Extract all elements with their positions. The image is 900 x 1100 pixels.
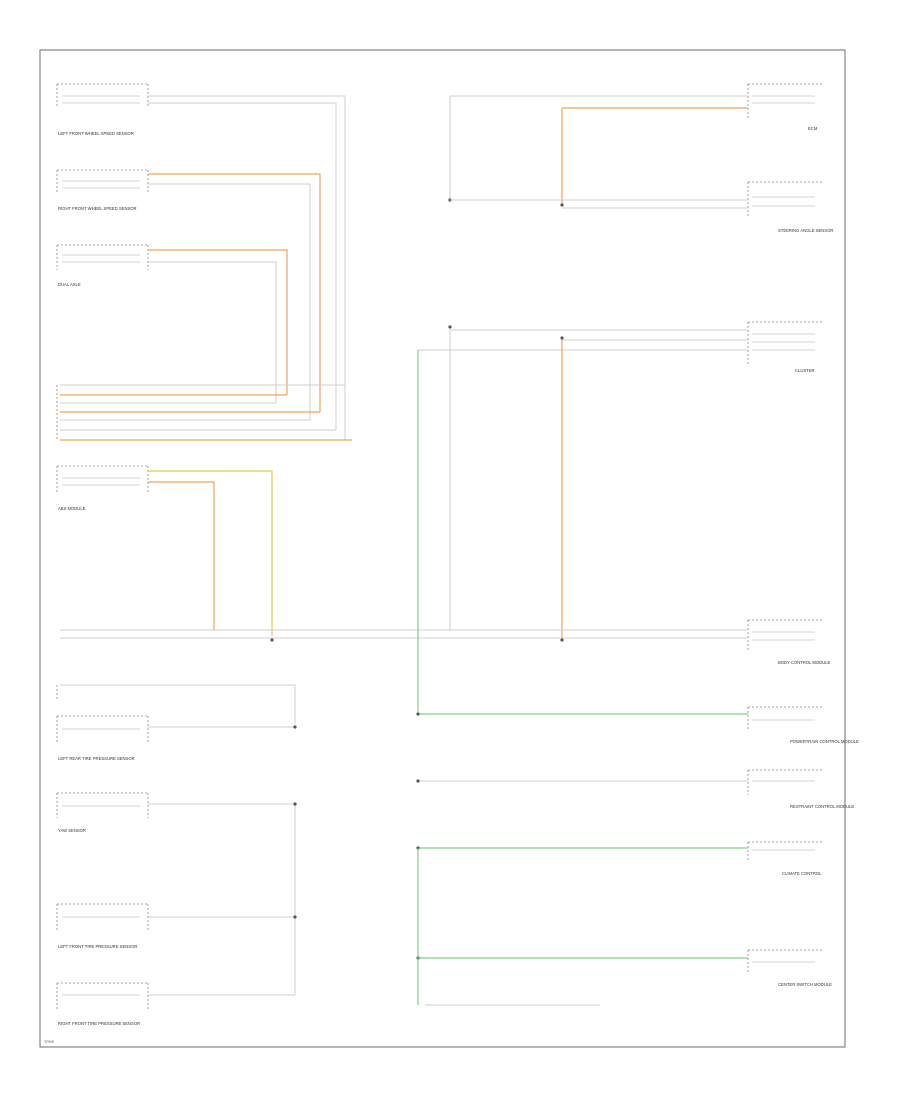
component-11-label: LEFT FRONT TIRE PRESSURE SENSOR <box>58 944 137 949</box>
component-11: LEFT FRONT TIRE PRESSURE SENSOR <box>56 903 149 949</box>
component-15-label: CLIMATE CONTROL <box>782 871 822 876</box>
component-1: LEFT FRONT WHEEL SPEED SENSOR <box>56 83 149 136</box>
component-9: LEFT REAR TIRE PRESSURE SENSOR <box>56 684 296 761</box>
component-2-label: RIGHT FRONT WHEEL SPEED SENSOR <box>58 206 137 211</box>
diagram-frame <box>39 49 846 1048</box>
footer-code: TPMS <box>44 1040 55 1044</box>
component-8-label: BODY CONTROL MODULE <box>778 660 831 665</box>
component-9-label: LEFT REAR TIRE PRESSURE SENSOR <box>58 756 135 761</box>
component-2: RIGHT FRONT WHEEL SPEED SENSOR <box>56 169 149 211</box>
component-15: CLIMATE CONTROL <box>747 841 822 876</box>
component-12-label: RIGHT FRONT TIRE PRESSURE SENSOR <box>58 1021 140 1026</box>
component-4: ABS MODULE <box>56 465 149 511</box>
component-14-label: RESTRAINT CONTROL MODULE <box>790 804 854 809</box>
component-16-label: CENTER SWITCH MODULE <box>778 982 832 987</box>
component-13: POWERTRAIN CONTROL MODULE <box>747 706 859 744</box>
component-13-label: POWERTRAIN CONTROL MODULE <box>790 739 859 744</box>
component-3-label: DUAL AXLE <box>58 282 81 287</box>
component-10: YAW SENSOR <box>56 792 149 833</box>
component-5-label: ECM <box>808 126 818 131</box>
component-10-label: YAW SENSOR <box>58 828 86 833</box>
component-8: BODY CONTROL MODULE <box>747 619 831 665</box>
component-14: RESTRAINT CONTROL MODULE <box>747 769 854 809</box>
component-1-label: LEFT FRONT WHEEL SPEED SENSOR <box>58 131 134 136</box>
component-7: CLUSTER <box>747 321 822 373</box>
component-16: CENTER SWITCH MODULE <box>747 949 832 987</box>
component-7-label: CLUSTER <box>795 368 815 373</box>
component-6-label: STEERING ANGLE SENSOR <box>778 228 833 233</box>
component-3: DUAL AXLE <box>56 244 149 287</box>
component-4-connector <box>56 384 345 440</box>
component-4-label: ABS MODULE <box>58 506 86 511</box>
component-12: RIGHT FRONT TIRE PRESSURE SENSOR <box>56 982 149 1026</box>
component-5: ECM <box>747 83 822 131</box>
component-6: STEERING ANGLE SENSOR <box>747 181 833 233</box>
